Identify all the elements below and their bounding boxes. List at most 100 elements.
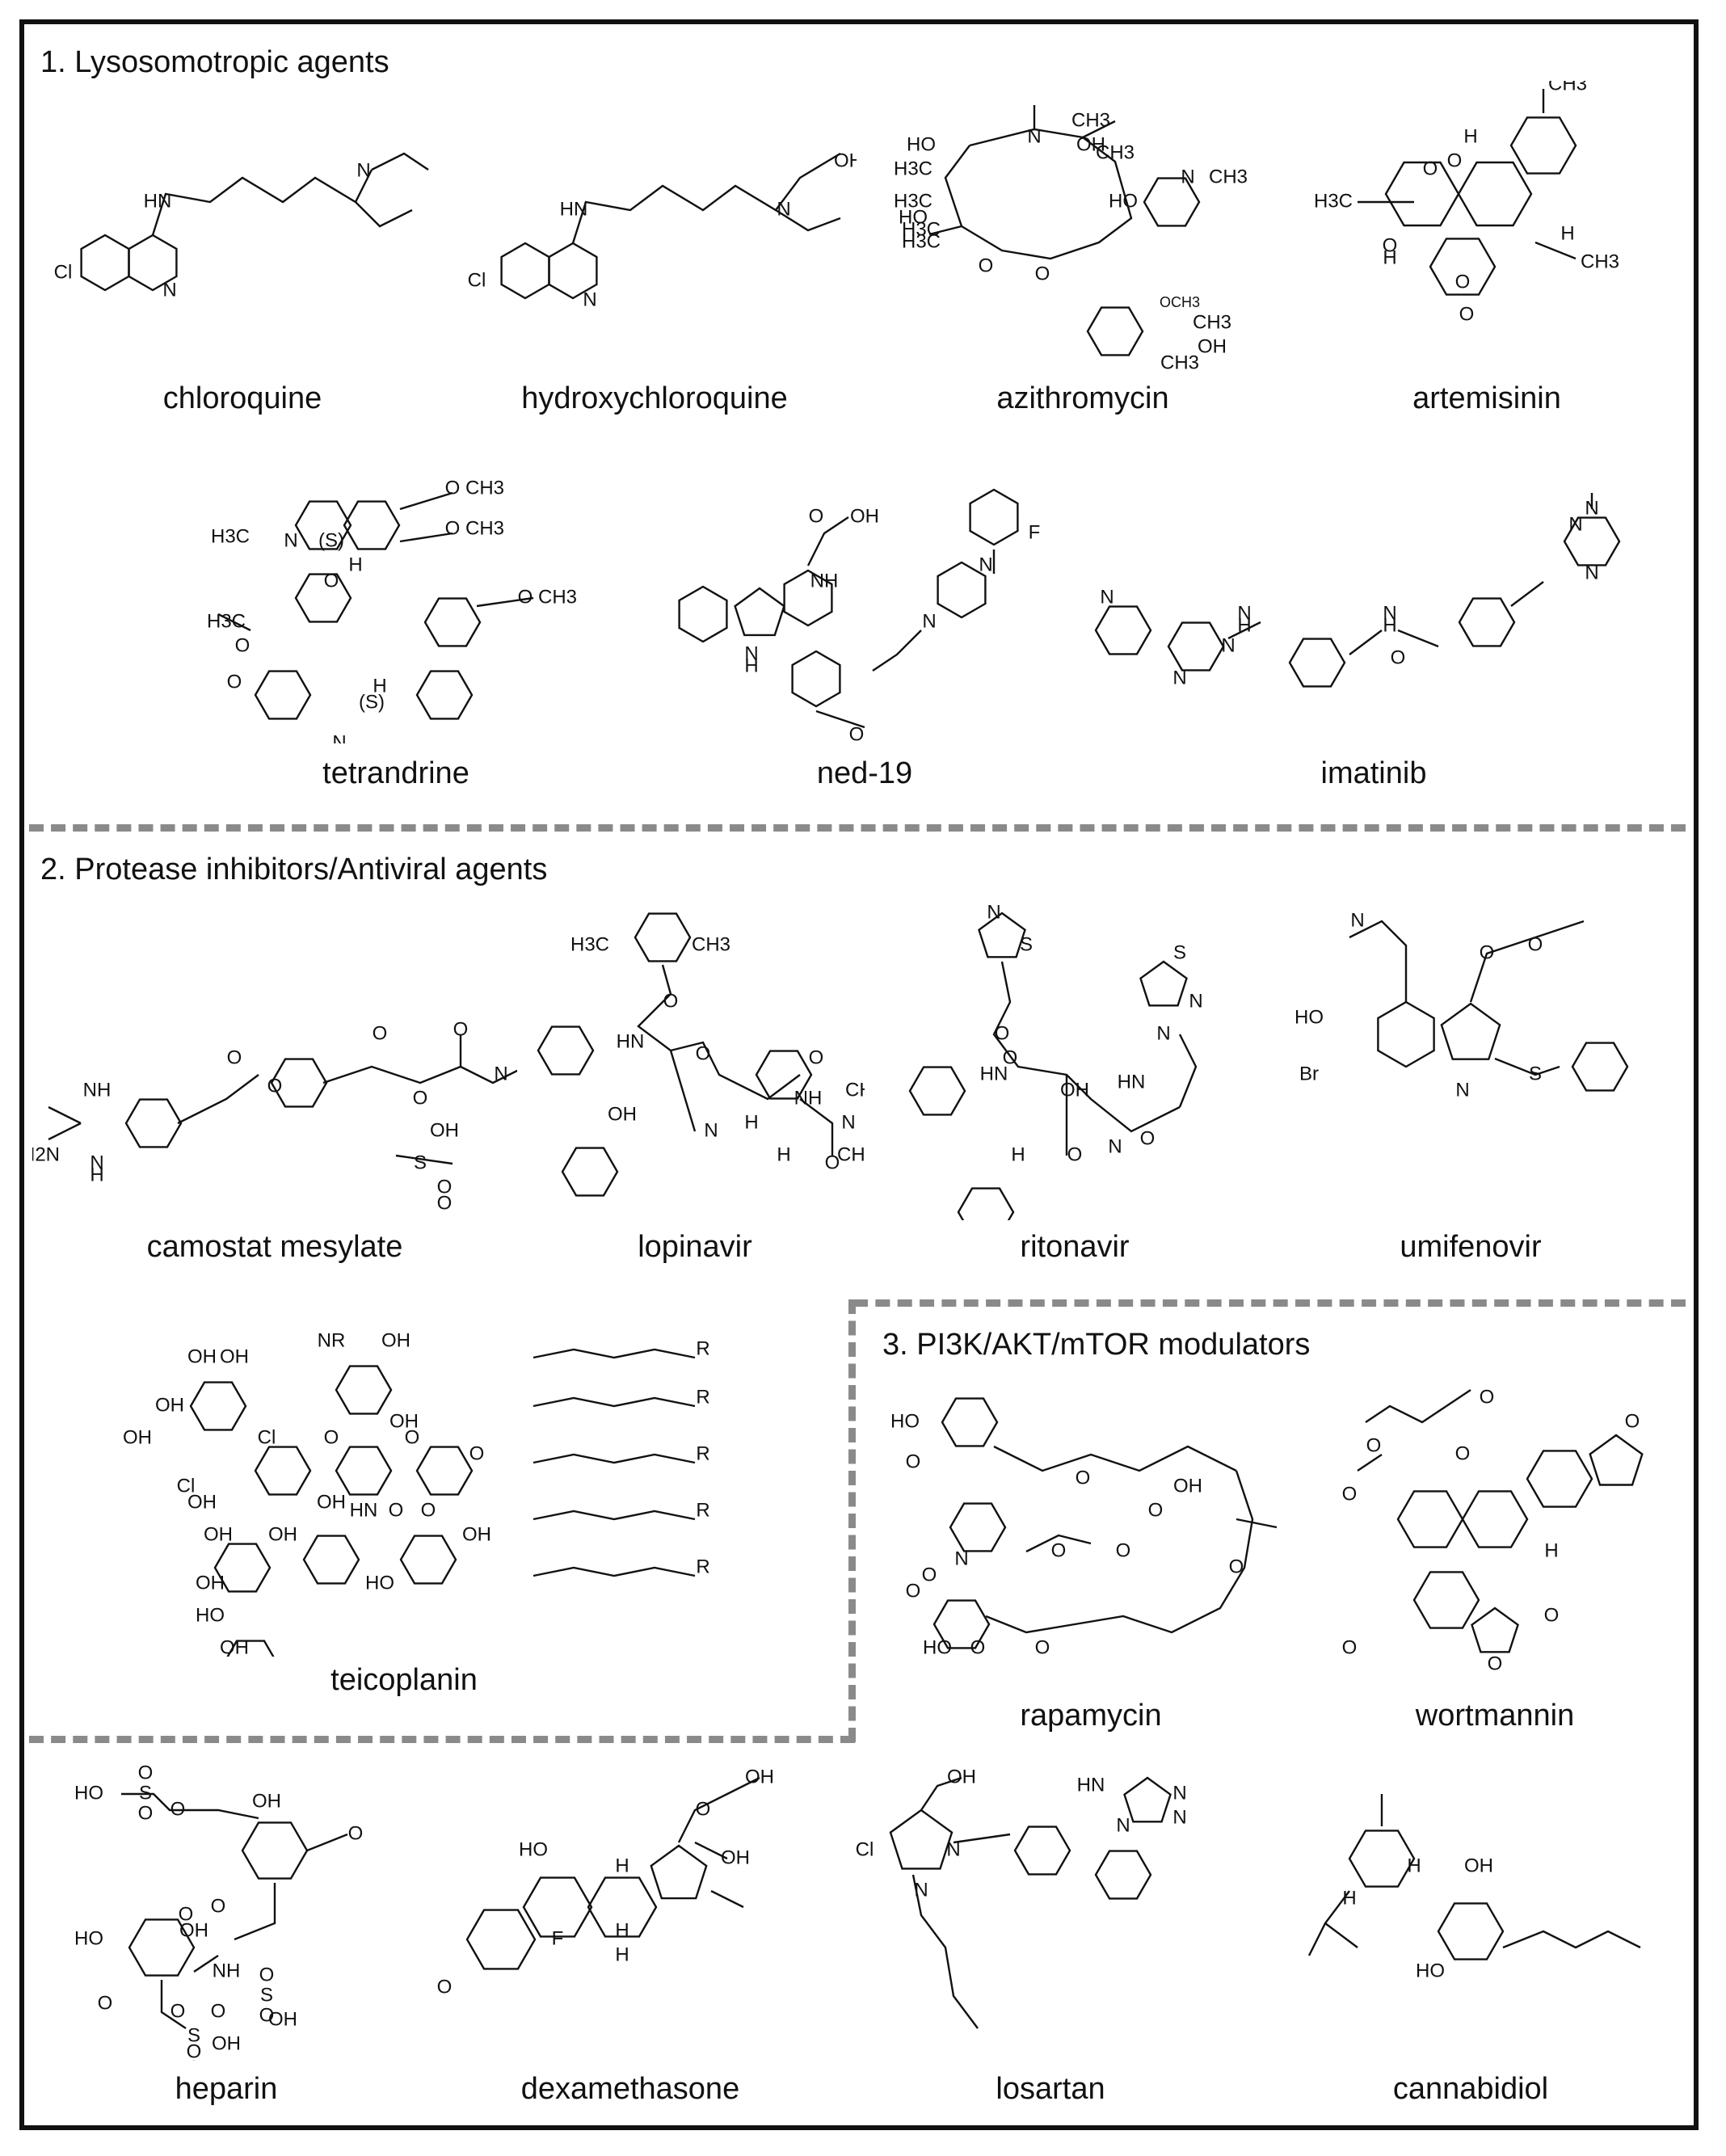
- atom-label: HN: [350, 1499, 378, 1521]
- atom-label: H: [1342, 1887, 1356, 1909]
- atom-label: O: [663, 990, 679, 1012]
- bond-chain: [151, 169, 373, 236]
- atom-label: O: [696, 1798, 711, 1820]
- atom-label: O: [227, 1046, 242, 1068]
- atom-label: HN: [1077, 1774, 1105, 1796]
- six-membered-ring: [1143, 177, 1201, 227]
- bond-chain: [1502, 1930, 1641, 1949]
- atom-label: OH: [212, 2032, 241, 2054]
- atom-label: O: [211, 2000, 226, 2022]
- atom-label: HO: [1416, 1960, 1445, 1981]
- bond-chain: [911, 1874, 979, 2029]
- bond-chain: [1025, 1534, 1092, 1553]
- atom-label: O: [1148, 1499, 1164, 1521]
- atom-label: O: [809, 1046, 824, 1068]
- bond-chain: [928, 225, 962, 236]
- atom-label: (S): [359, 691, 385, 713]
- six-membered-ring: [254, 1446, 312, 1496]
- section-title-lysosomotropic: 1. Lysosomotropic agents: [40, 45, 389, 79]
- bond-chain: [1510, 581, 1544, 607]
- atom-label: S: [139, 1782, 152, 1804]
- atom-label: O: [1544, 1604, 1560, 1626]
- atom-label: OH: [1060, 1079, 1089, 1101]
- atom-label: OH: [204, 1523, 233, 1545]
- atom-label: OH: [608, 1103, 637, 1125]
- atom-label: HN: [1118, 1071, 1146, 1093]
- atom-label: CH3: [1581, 251, 1619, 272]
- bond-chain: [193, 1955, 219, 1973]
- atom-label: OH: [1464, 1855, 1493, 1876]
- atom-label: OH: [947, 1766, 976, 1788]
- atom-label: OH: [381, 1329, 410, 1351]
- atom-label: O: [1480, 1386, 1495, 1408]
- six-membered-ring: [1094, 1850, 1152, 1900]
- compound-label: azithromycin: [996, 381, 1169, 415]
- six-membered-ring: [500, 242, 550, 300]
- atom-label: R: [696, 1499, 709, 1521]
- bond-chain: [669, 1050, 697, 1132]
- six-membered-ring: [128, 234, 178, 292]
- six-membered-ring: [1094, 605, 1152, 655]
- bond-chain: [306, 1833, 348, 1852]
- atom-label: O: [259, 1964, 275, 1985]
- atom-label: O: [1528, 933, 1543, 955]
- atom-label: N: [946, 1838, 960, 1860]
- six-membered-ring: [302, 1535, 360, 1585]
- five-membered-ring: [1589, 1434, 1644, 1486]
- compound-label: teicoplanin: [330, 1663, 478, 1697]
- bond-chain: [993, 1445, 1237, 1472]
- atom-label: N: [1172, 667, 1186, 688]
- atom-label: H: [1560, 222, 1574, 244]
- atom-label: O: [1391, 646, 1406, 668]
- six-membered-ring: [254, 670, 312, 720]
- six-membered-ring: [932, 1599, 991, 1649]
- atom-label: OH: [187, 1491, 217, 1513]
- atom-label: S: [187, 2024, 200, 2046]
- five-membered-ring: [978, 912, 1026, 958]
- six-membered-ring: [561, 1147, 619, 1197]
- atom-label: Cl: [258, 1426, 276, 1448]
- bond-chain: [872, 630, 922, 672]
- atom-label: H3C: [570, 933, 609, 955]
- compound-label: cannabidiol: [1392, 2072, 1549, 2106]
- atom-label: O: [453, 1018, 469, 1040]
- six-membered-ring: [537, 1025, 595, 1076]
- compound-label: rapamycin: [1020, 1699, 1162, 1733]
- six-membered-ring: [791, 650, 841, 708]
- atom-label: OH: [187, 1345, 217, 1367]
- atom-label: O: [227, 671, 242, 693]
- compound-label: camostat mesylate: [146, 1230, 403, 1264]
- atom-label: N: [1585, 562, 1598, 583]
- atom-label: H3C: [1314, 190, 1353, 212]
- atom-label: HO: [890, 1410, 920, 1432]
- bond-chain: [992, 961, 1181, 1133]
- atom-label: O: [1625, 1410, 1640, 1432]
- atom-label: N: [704, 1119, 718, 1141]
- compound-label: heparin: [175, 2072, 278, 2106]
- five-membered-ring: [650, 1844, 708, 1900]
- atom-label: N: [1116, 1814, 1130, 1836]
- compound-label: dexamethasone: [520, 2072, 740, 2106]
- atom-label: H: [348, 554, 362, 575]
- six-membered-ring: [294, 573, 352, 623]
- five-membered-ring: [1139, 960, 1188, 1007]
- atom-label: OH: [179, 1919, 208, 1941]
- atom-label: OH: [430, 1119, 459, 1141]
- atom-label: NH: [794, 1087, 823, 1109]
- bond-chain: [399, 532, 453, 543]
- compound-label: chloroquine: [162, 381, 322, 415]
- bond-chain: [217, 613, 251, 632]
- atom-label: N: [356, 159, 370, 181]
- atom-label: HO: [74, 1782, 103, 1804]
- atom-label: N: [1156, 1022, 1170, 1044]
- bond-chain: [1227, 621, 1261, 640]
